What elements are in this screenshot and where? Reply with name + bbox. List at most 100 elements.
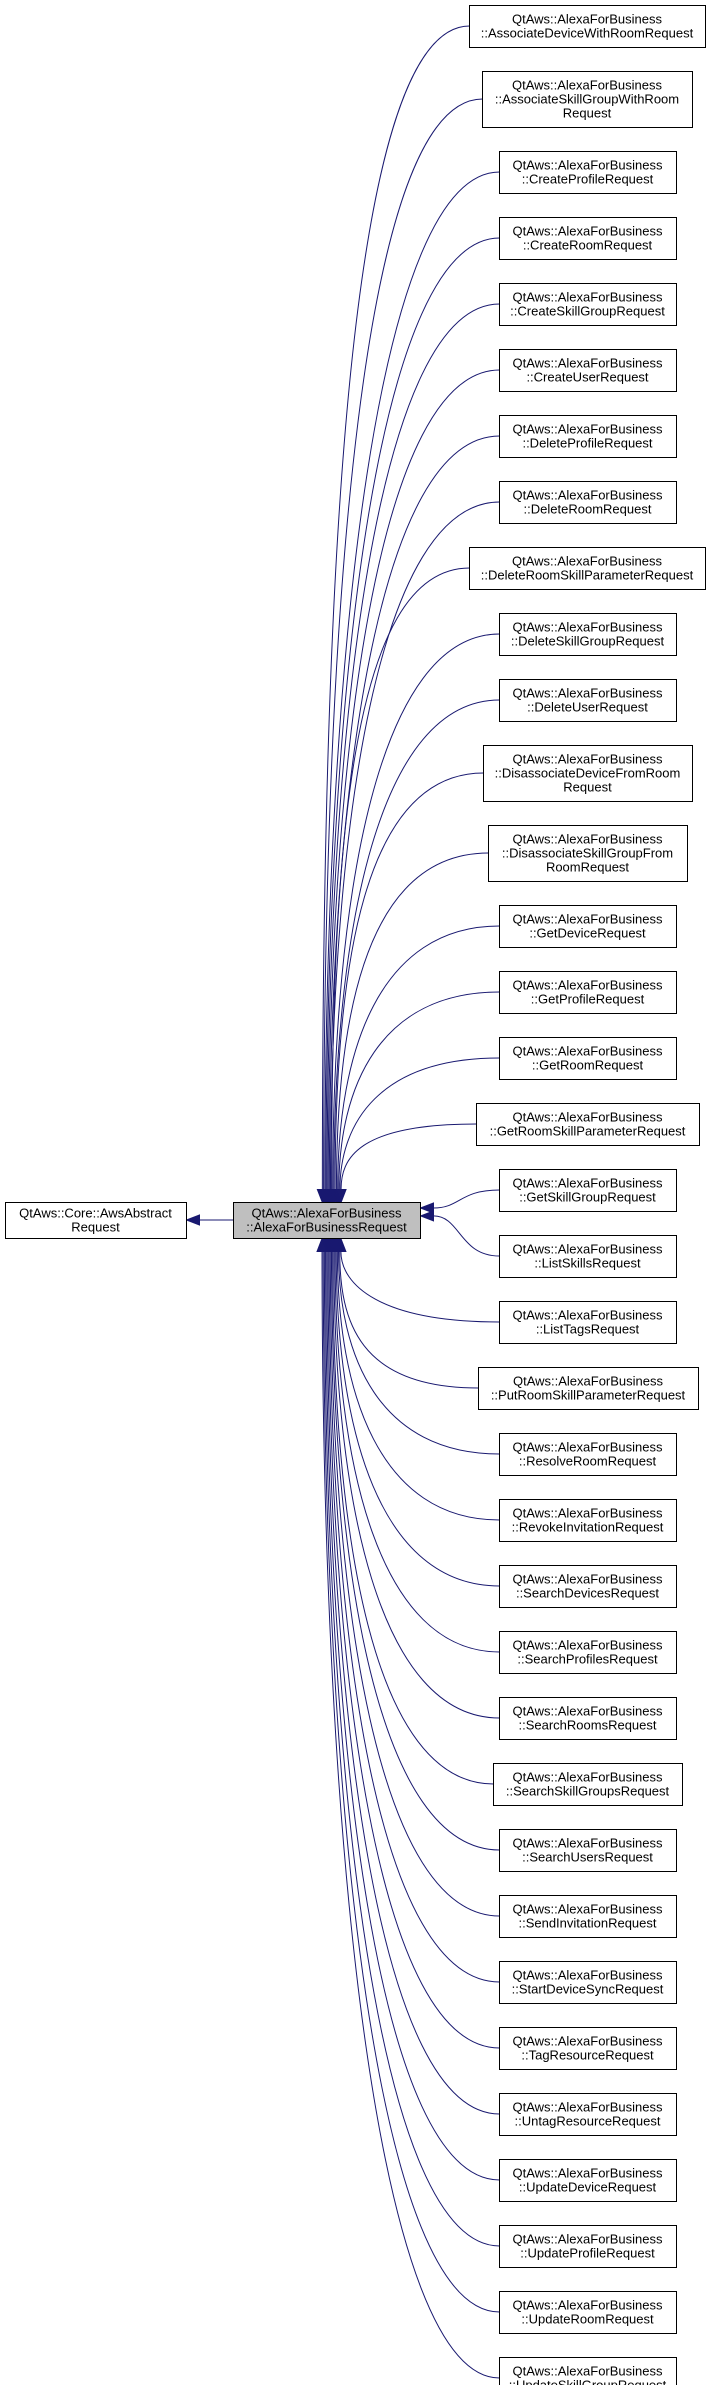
node-label-line: QtAws::AlexaForBusiness [512,2364,663,2379]
derived-class-node[interactable]: QtAws::AlexaForBusiness::DeleteUserReque… [499,679,677,722]
node-label-line: QtAws::AlexaForBusiness [512,752,663,767]
derived-class-node[interactable]: QtAws::AlexaForBusiness::DeleteProfileRe… [499,415,677,458]
node-label-line: QtAws::AlexaForBusiness [512,2298,663,2313]
node-label-line: ::ListTagsRequest [536,1322,640,1337]
derived-class-node[interactable]: QtAws::AlexaForBusiness::GetRoomSkillPar… [476,1103,700,1146]
edge-line [333,1251,500,1719]
edge-line [325,237,500,1190]
node-box [499,2357,677,2385]
derived-class-node[interactable]: QtAws::AlexaForBusiness::UpdateProfileRe… [499,2225,677,2268]
node-label-line: QtAws::AlexaForBusiness [512,1770,663,1785]
derived-class-node[interactable]: QtAws::AlexaForBusiness::ResolveRoomRequ… [499,1433,677,1476]
node-box [499,2291,677,2334]
edge-line [336,1251,500,1521]
derived-class-node[interactable]: QtAws::AlexaForBusiness::GetSkillGroupRe… [499,1169,677,1212]
edge-child-to-focus [330,852,489,1204]
node-label-line: ::UpdateDeviceRequest [519,2180,657,2195]
node-label-line: QtAws::AlexaForBusiness [512,2034,663,2049]
node-label-line: ::SearchDevicesRequest [516,1586,659,1601]
derived-class-node[interactable]: QtAws::AlexaForBusiness::SearchDevicesRe… [499,1565,677,1608]
derived-class-node[interactable]: QtAws::AlexaForBusiness::PutRoomSkillPar… [478,1367,699,1410]
node-box [499,679,677,722]
derived-class-node[interactable]: QtAws::AlexaForBusiness::GetRoomRequest [499,1037,677,1080]
derived-class-node[interactable]: QtAws::AlexaForBusiness::SendInvitationR… [499,1895,677,1938]
node-box [5,1202,187,1239]
node-label-line: QtAws::AlexaForBusiness [512,1110,663,1125]
edge-line [332,633,500,1190]
derived-class-node[interactable]: QtAws::AlexaForBusiness::CreateSkillGrou… [499,283,677,326]
node-label-line: QtAws::AlexaForBusiness [512,224,663,239]
node-box [499,415,677,458]
edge-child-to-focus [334,1057,500,1204]
node-label-line: QtAws::AlexaForBusiness [512,290,663,305]
edge-child-to-focus [328,699,500,1204]
derived-class-node[interactable]: QtAws::AlexaForBusiness::SearchRoomsRequ… [499,1697,677,1740]
derived-class-node[interactable]: QtAws::AlexaForBusiness::UntagResourceRe… [499,2093,677,2136]
derived-class-node[interactable]: QtAws::AlexaForBusiness::GetDeviceReques… [499,905,677,948]
derived-class-node[interactable]: QtAws::AlexaForBusiness::TagResourceRequ… [499,2027,677,2070]
derived-class-node[interactable]: QtAws::AlexaForBusiness::AssociateDevice… [469,5,706,48]
edge-line [339,1057,500,1190]
node-label-line: ::GetRoomRequest [532,1058,644,1073]
node-label-line: QtAws::AlexaForBusiness [512,620,663,635]
node-label-line: QtAws::AlexaForBusiness [512,158,663,173]
derived-class-node[interactable]: QtAws::AlexaForBusiness::DeleteRoomSkill… [469,547,706,590]
node-label-line: Request [563,780,612,795]
node-box [499,2027,677,2070]
edge-line [329,1251,500,1917]
focus-class-node[interactable]: QtAws::AlexaForBusiness::AlexaForBusines… [233,1202,421,1239]
node-label-line: QtAws::AlexaForBusiness [512,1572,663,1587]
derived-class-node[interactable]: QtAws::AlexaForBusiness::UpdateDeviceReq… [499,2159,677,2202]
node-label-line: QtAws::AlexaForBusiness [251,1206,402,1221]
derived-class-node[interactable]: QtAws::AlexaForBusiness::SearchUsersRequ… [499,1829,677,1872]
node-box [499,971,677,1014]
edge-child-to-focus [335,1237,500,1323]
derived-class-node[interactable]: QtAws::AlexaForBusiness::UpdateRoomReque… [499,2291,677,2334]
node-label-line: ::CreateUserRequest [526,370,648,385]
edge-line [433,1215,500,1257]
edge-child-to-focus [328,1237,500,1719]
node-box [499,349,677,392]
derived-class-node[interactable]: QtAws::AlexaForBusiness::AssociateSkillG… [482,71,693,128]
derived-class-node[interactable]: QtAws::AlexaForBusiness::CreateUserReque… [499,349,677,392]
node-box [233,1202,421,1239]
derived-class-node[interactable]: QtAws::AlexaForBusiness::UpdateSkillGrou… [499,2357,677,2385]
edge-child-to-focus [330,1237,500,1587]
derived-class-node[interactable]: QtAws::AlexaForBusiness::CreateProfileRe… [499,151,677,194]
edge-child-to-focus [325,1237,500,1851]
derived-class-node[interactable]: QtAws::AlexaForBusiness::StartDeviceSync… [499,1961,677,2004]
arrowhead [419,1202,434,1214]
derived-class-node[interactable]: QtAws::AlexaForBusiness::DisassociateSki… [488,825,688,882]
node-box [499,1037,677,1080]
node-label-line: QtAws::AlexaForBusiness [512,912,663,927]
node-label-line: ::UpdateSkillGroupRequest [509,2378,667,2385]
node-label-line: QtAws::AlexaForBusiness [512,554,663,569]
edge-line [321,1251,500,2379]
edge-child-to-focus [331,925,500,1204]
derived-class-node[interactable]: QtAws::AlexaForBusiness::DeleteRoomReque… [499,481,677,524]
node-label-line: QtAws::AlexaForBusiness [512,978,663,993]
derived-class-node[interactable]: QtAws::AlexaForBusiness::ListSkillsReque… [499,1235,677,1278]
node-label-line: ::CreateSkillGroupRequest [510,304,665,319]
edge-child-to-focus [317,98,483,1204]
derived-class-node[interactable]: QtAws::AlexaForBusiness::ListTagsRequest [499,1301,677,1344]
node-label-line: QtAws::AlexaForBusiness [512,1176,663,1191]
node-box [499,1961,677,2004]
edge-line [327,369,500,1190]
derived-class-node[interactable]: QtAws::AlexaForBusiness::CreateRoomReque… [499,217,677,260]
derived-class-node[interactable]: QtAws::AlexaForBusiness::SearchProfilesR… [499,1631,677,1674]
derived-class-node[interactable]: QtAws::AlexaForBusiness::DisassociateDev… [483,745,693,802]
derived-class-node[interactable]: QtAws::AlexaForBusiness::SearchSkillGrou… [493,1763,683,1806]
edge-line [332,1251,494,1785]
node-label-line: QtAws::AlexaForBusiness [512,356,663,371]
derived-class-node[interactable]: QtAws::AlexaForBusiness::GetProfileReque… [499,971,677,1014]
edge-line [324,171,500,1190]
node-label-line: QtAws::AlexaForBusiness [512,1836,663,1851]
derived-class-node[interactable]: QtAws::AlexaForBusiness::DeleteSkillGrou… [499,613,677,656]
node-label-line: QtAws::AlexaForBusiness [512,2100,663,2115]
edge-child-to-focus [329,1237,500,1653]
node-label-line: QtAws::AlexaForBusiness [512,2166,663,2181]
derived-class-node[interactable]: QtAws::AlexaForBusiness::RevokeInvitatio… [499,1499,677,1542]
edge-line [321,25,470,1190]
